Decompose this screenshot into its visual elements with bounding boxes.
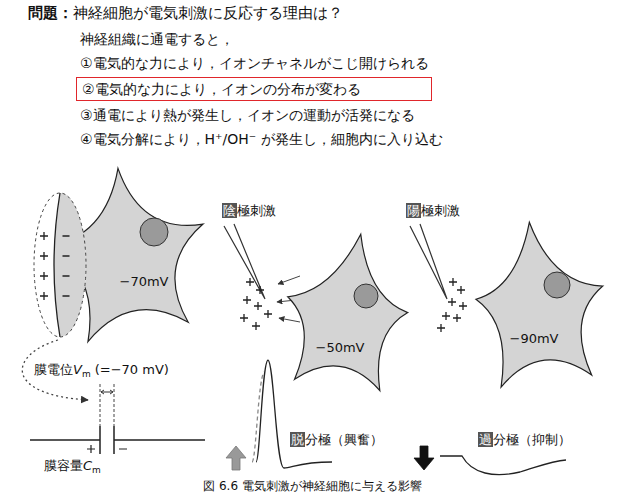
electrode-label: 陰 [222, 203, 237, 218]
electrode-label-group: 陽極刺激 [406, 203, 460, 220]
response-label: 分極（興奮） [305, 432, 383, 447]
question-text: 神経細胞が電気刺激に反応する理由は？ [73, 4, 343, 22]
response-label: 分極（抑制） [493, 432, 571, 447]
membrane-potential: −50mV [316, 340, 365, 357]
capacitor-symbol [30, 426, 205, 454]
action-potential-trace [256, 360, 332, 468]
neuron-cell: −90mV [462, 215, 612, 400]
outer-positive-charges [40, 232, 48, 300]
potential-label-group: 膜電位Vm (=−70 mV) [34, 362, 169, 381]
inner-negative-charges [63, 236, 70, 296]
charge-arrow [279, 318, 300, 322]
charge-arrow [278, 276, 300, 284]
option-text-group: ④電気分解により，H⁺/OH⁻ が発生し，細胞内に入り込む [80, 130, 443, 148]
capacitance-label: C [83, 458, 92, 473]
option-text-group: ①電気的な力により，イオンチャネルがこじ開けられる [80, 54, 429, 72]
neuron-outline [462, 215, 612, 400]
cell-nucleus [354, 284, 378, 308]
membrane-potential: −70mV [120, 274, 169, 291]
cell-body [476, 222, 603, 387]
capacitance-label: m [92, 465, 101, 475]
cell-body [288, 234, 408, 390]
answer-box: ②電気的な力により，イオンの分布が変わる [76, 77, 432, 101]
answer-option: ②電気的な力により，イオンの分布が変わる [82, 80, 361, 98]
capacitance-label-group: 膜容量Cm [44, 458, 101, 477]
cell-nucleus [544, 272, 570, 298]
response-label: 脱 [290, 432, 305, 447]
potential-label: V [73, 362, 82, 377]
electrode-label: 陽 [406, 203, 421, 218]
option-text: ①電気的な力により，イオンチャネルがこじ開けられる [80, 55, 429, 71]
membrane-zoom-outline [34, 193, 86, 337]
figure-caption: 図 6.6 電気刺激が神経細胞に与える影響 [203, 479, 422, 493]
electrode-label: 極刺激 [421, 203, 460, 218]
capacitor-polarity [87, 445, 127, 453]
option-text-group: ③通電により熱が発生し，イオンの運動が活発になる [80, 106, 415, 124]
option-text: ④電気分解により，H⁺/OH⁻ が発生し，細胞内に入り込む [80, 131, 443, 147]
potential-double-arrow [101, 390, 113, 394]
positive-charges [437, 278, 467, 332]
option-text: ③通電により熱が発生し，イオンの運動が活発になる [80, 107, 415, 123]
electrode-label: 極刺激 [237, 203, 276, 218]
cathode-electrode [224, 224, 265, 299]
cytoplasm-region [54, 193, 86, 337]
neuron-cell: −50mV [278, 228, 413, 403]
inhibition-arrow [414, 446, 434, 470]
zoom-arrow [22, 340, 88, 400]
cell-body [47, 168, 203, 341]
membrane-zoom-ground [34, 193, 86, 337]
question-text-group: 神経組織に通電すると， [80, 30, 234, 48]
response-label: 過 [478, 432, 493, 447]
response-label-group: 過分極（抑制） [478, 432, 571, 449]
cell-nucleus [140, 218, 168, 246]
anode-electrode [410, 224, 447, 299]
membrane-line [54, 193, 60, 337]
potential-label: (=−70 mV) [95, 362, 169, 377]
neuron-cell: −70mV [26, 160, 211, 355]
electrode-label-group: 陰極刺激 [222, 203, 276, 220]
figure-caption-group: 図 6.6 電気刺激が神経細胞に与える影響 [0, 479, 625, 495]
question-text: 問題： [28, 4, 73, 22]
potential-label: m [82, 369, 91, 379]
neuron-outline [278, 228, 413, 403]
excitation-arrow [226, 446, 246, 470]
positive-charges [240, 278, 272, 330]
capacitance-label: 膜容量 [44, 458, 83, 473]
neuron-outline [26, 160, 211, 355]
membrane-potential: −90mV [510, 331, 559, 348]
potential-label: 膜電位 [34, 362, 73, 377]
question-text-group: 問題：神経細胞が電気刺激に反応する理由は？ [28, 4, 343, 24]
potential-guide [100, 384, 114, 426]
question-text: 神経組織に通電すると， [80, 31, 234, 47]
hyperpolarization-trace [440, 456, 566, 475]
response-label-group: 脱分極（興奮） [290, 432, 383, 449]
